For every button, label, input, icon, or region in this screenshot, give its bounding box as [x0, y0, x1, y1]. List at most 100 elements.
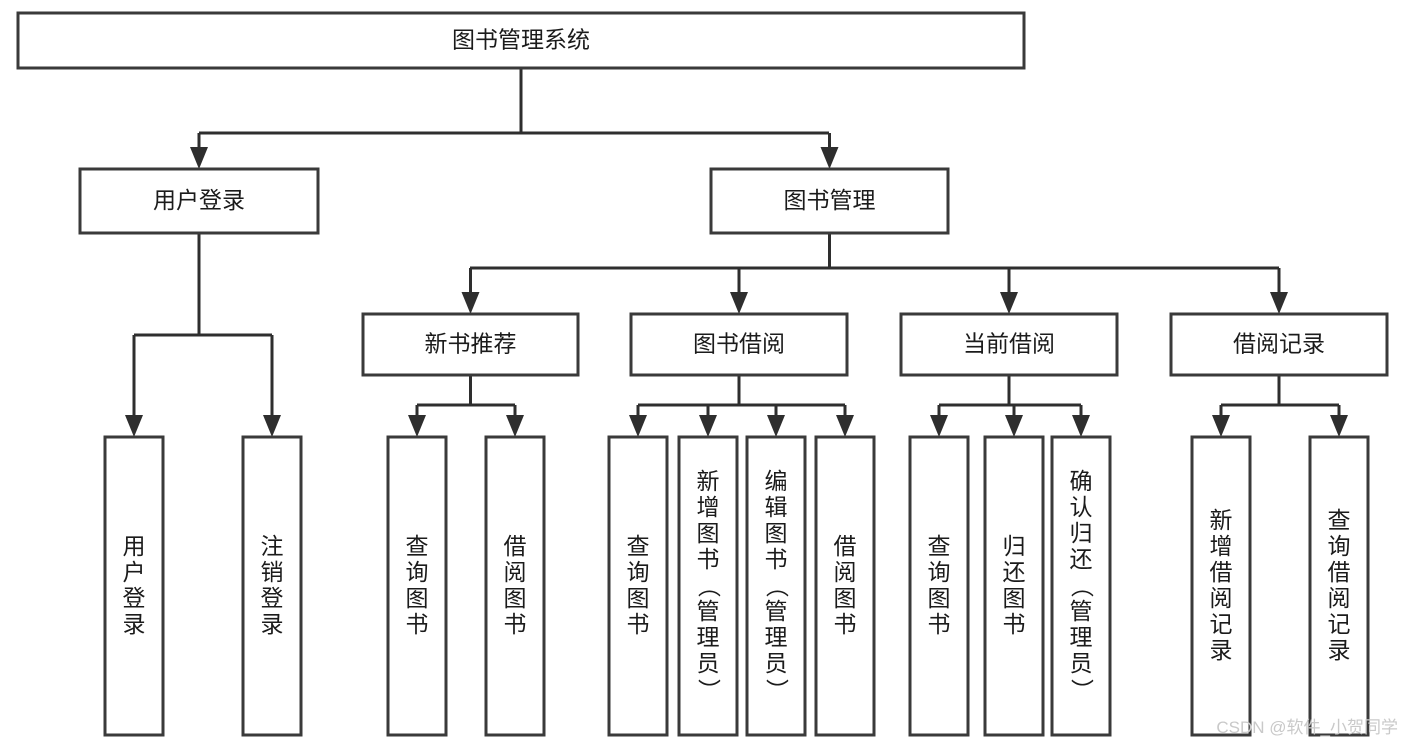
node-label-leaf-query-record: 记	[1328, 611, 1351, 637]
node-leaf-user-login[interactable]: 用户登录	[103, 435, 165, 737]
connector-arrowhead	[836, 415, 854, 437]
node-label-leaf-confirm-return: 认	[1070, 494, 1093, 520]
node-label-leaf-query-book-2: 询	[627, 559, 650, 585]
node-label-leaf-add-record: 记	[1210, 611, 1233, 637]
node-label-leaf-borrow-book-1: 借	[504, 533, 527, 559]
connector-arrowhead	[1000, 292, 1018, 314]
node-label-leaf-logout: 登	[261, 585, 284, 611]
node-box-leaf-query-book-2	[607, 435, 669, 737]
connector-arrowhead	[125, 415, 143, 437]
node-label-leaf-edit-book: 书	[765, 546, 788, 572]
node-box-leaf-edit-book	[745, 435, 807, 737]
node-book-borrow[interactable]: 图书借阅	[629, 312, 849, 377]
node-label-leaf-add-book: 理	[697, 624, 720, 650]
node-box-leaf-query-record	[1308, 435, 1370, 737]
node-layer: 图书管理系统用户登录图书管理新书推荐图书借阅当前借阅借阅记录用户登录注销登录查询…	[16, 11, 1389, 737]
edge-layer	[125, 68, 1348, 437]
node-box-book-borrow	[629, 312, 849, 377]
connector-arrowhead	[930, 415, 948, 437]
node-label-leaf-add-book: （	[696, 575, 722, 598]
node-label-leaf-return-book: 图	[1003, 585, 1026, 611]
node-label-leaf-query-record: 借	[1328, 559, 1351, 585]
node-label-leaf-query-book-3: 询	[928, 559, 951, 585]
node-label-leaf-add-record: 借	[1210, 559, 1233, 585]
node-label-leaf-query-book-1: 询	[406, 559, 429, 585]
node-label-leaf-query-book-3: 图	[928, 585, 951, 611]
node-box-leaf-confirm-return	[1050, 435, 1112, 737]
node-label-book-manage: 图书管理	[784, 187, 876, 213]
node-label-leaf-edit-book: 理	[765, 624, 788, 650]
node-label-leaf-edit-book: 管	[765, 598, 788, 624]
node-label-leaf-edit-book: 图	[765, 520, 788, 546]
node-label-leaf-confirm-return: 员	[1070, 650, 1093, 676]
node-box-leaf-logout	[241, 435, 303, 737]
node-label-book-borrow: 图书借阅	[693, 331, 785, 357]
node-box-borrow-record	[1169, 312, 1389, 377]
node-label-leaf-add-record: 阅	[1210, 585, 1233, 611]
node-label-leaf-borrow-book-2: 图	[834, 585, 857, 611]
node-label-leaf-return-book: 归	[1003, 533, 1026, 559]
connector-arrowhead	[408, 415, 426, 437]
node-label-leaf-add-book: 书	[697, 546, 720, 572]
watermark-label: CSDN @软件_小贺同学	[1216, 718, 1398, 737]
node-label-leaf-user-login: 登	[123, 585, 146, 611]
node-box-leaf-borrow-book-1	[484, 435, 546, 737]
node-label-leaf-query-book-1: 查	[406, 533, 429, 559]
node-user-login[interactable]: 用户登录	[78, 167, 320, 235]
connector-arrowhead	[461, 292, 480, 314]
node-label-leaf-confirm-return: （	[1069, 575, 1095, 598]
node-current-borrow[interactable]: 当前借阅	[899, 312, 1119, 377]
node-borrow-record[interactable]: 借阅记录	[1169, 312, 1389, 377]
connector-arrowhead	[1072, 415, 1090, 437]
connector-arrowhead	[263, 415, 281, 437]
node-label-leaf-borrow-book-1: 书	[504, 611, 527, 637]
node-new-book-rec[interactable]: 新书推荐	[361, 312, 580, 377]
node-label-leaf-query-book-2: 查	[627, 533, 650, 559]
node-label-leaf-query-book-1: 书	[406, 611, 429, 637]
node-label-leaf-query-record: 查	[1328, 507, 1351, 533]
node-label-leaf-edit-book: ）	[764, 679, 790, 702]
node-label-leaf-edit-book: 员	[765, 650, 788, 676]
connector-arrowhead	[820, 147, 839, 169]
node-label-leaf-edit-book: 编	[765, 468, 788, 494]
node-label-leaf-add-book: 员	[697, 650, 720, 676]
node-label-leaf-query-record: 询	[1328, 533, 1351, 559]
node-box-leaf-return-book	[983, 435, 1045, 737]
node-box-leaf-query-book-1	[386, 435, 448, 737]
node-label-leaf-confirm-return: 归	[1070, 520, 1093, 546]
node-label-leaf-query-record: 阅	[1328, 585, 1351, 611]
node-label-leaf-query-record: 录	[1328, 637, 1351, 663]
node-label-leaf-edit-book: 辑	[765, 494, 788, 520]
node-label-leaf-borrow-book-1: 图	[504, 585, 527, 611]
node-label-leaf-query-book-1: 图	[406, 585, 429, 611]
node-label-leaf-borrow-book-2: 阅	[834, 559, 857, 585]
node-label-leaf-query-book-3: 书	[928, 611, 951, 637]
node-box-leaf-query-book-3	[908, 435, 970, 737]
node-label-leaf-add-book: 增	[697, 494, 720, 520]
node-root[interactable]: 图书管理系统	[16, 11, 1026, 70]
node-book-manage[interactable]: 图书管理	[709, 167, 950, 235]
node-box-current-borrow	[899, 312, 1119, 377]
connector-arrowhead	[1005, 415, 1023, 437]
node-label-user-login: 用户登录	[153, 187, 245, 213]
connector-arrowhead	[190, 147, 208, 169]
node-label-leaf-add-book: 新	[697, 468, 720, 494]
node-label-leaf-query-book-2: 图	[627, 585, 650, 611]
node-box-leaf-user-login	[103, 435, 165, 737]
node-label-leaf-user-login: 用	[123, 533, 146, 559]
node-label-leaf-confirm-return: 管	[1070, 598, 1093, 624]
node-label-leaf-confirm-return: 确	[1070, 468, 1093, 494]
node-label-root: 图书管理系统	[452, 27, 590, 53]
